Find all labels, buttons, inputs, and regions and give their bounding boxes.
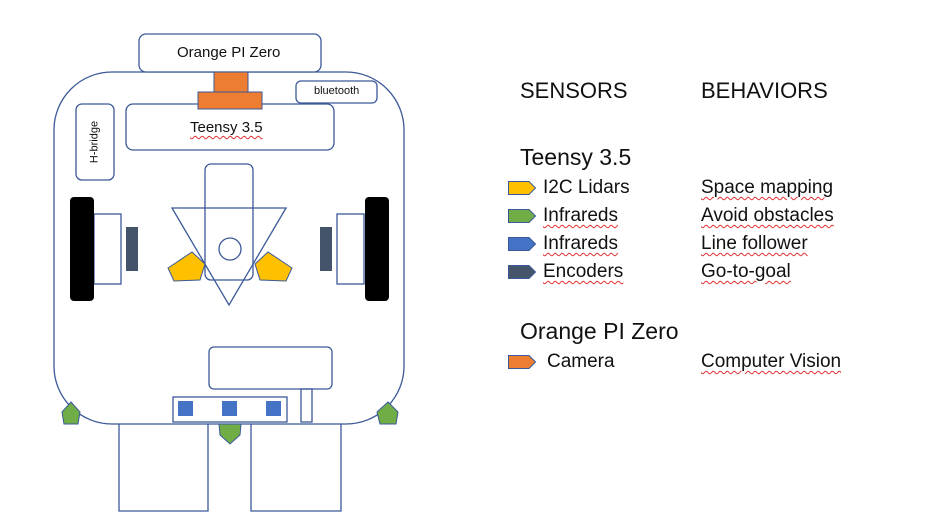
behavior-row-4: Go-to-goal <box>701 261 791 282</box>
behavior-row-3: Line follower <box>701 233 808 254</box>
right-caster-housing <box>250 424 342 512</box>
right-lidar-icon <box>254 251 293 282</box>
center-mount <box>204 163 254 281</box>
left-lidar-icon <box>167 251 206 282</box>
navy-pentagon-icon <box>508 265 536 279</box>
bottom-board <box>208 346 333 390</box>
hbridge-label: H-bridge <box>88 120 101 164</box>
sensor-row-3: Infrareds <box>543 233 618 254</box>
line-sensor-strip <box>172 396 288 423</box>
hbridge-board <box>75 103 115 181</box>
right-motor-mount <box>336 213 365 285</box>
line-sensor-2 <box>222 401 237 416</box>
right-infrared-icon <box>376 401 399 425</box>
front-triangle <box>170 207 288 307</box>
line-sensor-1 <box>178 401 193 416</box>
camera-icon <box>197 71 263 110</box>
robot-diagram <box>53 33 405 512</box>
sensor-row-4: Encoders <box>543 261 624 282</box>
yellow-pentagon-icon <box>508 181 536 195</box>
orange-pentagon-icon <box>508 355 536 369</box>
center-hub <box>218 237 242 261</box>
left-infrared-icon <box>61 401 81 425</box>
behaviors-header: BEHAVIORS <box>701 78 828 103</box>
bluetooth-label: bluetooth <box>314 85 360 97</box>
camera-sensor-label: Camera <box>547 351 615 372</box>
right-encoder <box>320 227 332 271</box>
orange-pi-section-title: Orange PI Zero <box>520 318 679 344</box>
teensy-section-title: Teensy 3.5 <box>520 144 632 170</box>
orange-pi-label: Orange PI Zero <box>177 44 281 61</box>
left-encoder <box>126 227 138 271</box>
sensor-row-1: I2C Lidars <box>543 177 630 198</box>
left-caster-housing <box>118 424 209 512</box>
behavior-row-1: Space mapping <box>701 177 834 198</box>
left-wheel <box>70 197 94 301</box>
sensors-header: SENSORS <box>520 78 628 103</box>
front-infrared-icon <box>218 423 242 445</box>
computer-vision-label: Computer Vision <box>701 351 842 372</box>
behavior-row-2: Avoid obstacles <box>701 205 834 226</box>
bluetooth-board <box>295 80 378 104</box>
green-pentagon-icon <box>508 209 536 223</box>
right-wheel <box>365 197 389 301</box>
blue-pentagon-icon <box>508 237 536 251</box>
bottom-standoff <box>300 388 313 423</box>
line-sensor-3 <box>266 401 281 416</box>
teensy-board-label: Teensy 3.5 <box>190 119 263 136</box>
sensor-row-2: Infrareds <box>543 205 618 226</box>
